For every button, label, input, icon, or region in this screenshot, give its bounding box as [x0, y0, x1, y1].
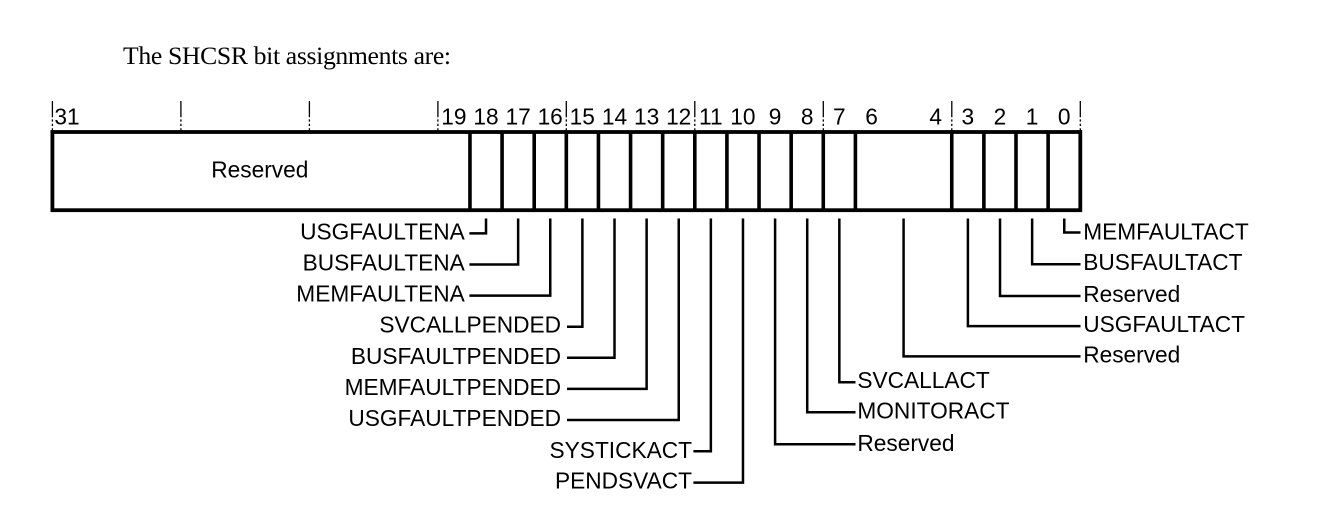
svg-text:17: 17: [505, 104, 530, 130]
svg-text:18: 18: [473, 104, 498, 130]
svg-text:SYSTICKACT: SYSTICKACT: [550, 437, 693, 463]
svg-text:BUSFAULTPENDED: BUSFAULTPENDED: [351, 343, 561, 369]
svg-text:MONITORACT: MONITORACT: [857, 397, 1009, 423]
svg-text:PENDSVACT: PENDSVACT: [555, 468, 692, 494]
svg-text:9: 9: [769, 104, 782, 130]
svg-text:8: 8: [801, 104, 814, 130]
svg-text:MEMFAULTPENDED: MEMFAULTPENDED: [345, 374, 561, 400]
svg-text:11: 11: [699, 104, 723, 130]
svg-text:16: 16: [538, 104, 563, 130]
svg-text:USGFAULTENA: USGFAULTENA: [300, 218, 466, 244]
svg-text:3: 3: [961, 104, 974, 130]
svg-text:19: 19: [441, 104, 466, 130]
svg-text:10: 10: [730, 104, 755, 130]
svg-text:MEMFAULTENA: MEMFAULTENA: [296, 281, 465, 307]
svg-text:31: 31: [54, 104, 79, 130]
svg-text:Reserved: Reserved: [1083, 341, 1180, 367]
svg-text:Reserved: Reserved: [857, 430, 954, 456]
svg-text:6: 6: [865, 104, 878, 130]
svg-text:1: 1: [1026, 104, 1039, 130]
svg-text:14: 14: [602, 104, 627, 130]
svg-text:BUSFAULTACT: BUSFAULTACT: [1083, 249, 1242, 275]
svg-text:Reserved: Reserved: [1083, 281, 1180, 307]
svg-text:13: 13: [634, 104, 659, 130]
svg-text:12: 12: [666, 104, 691, 130]
svg-text:MEMFAULTACT: MEMFAULTACT: [1083, 219, 1249, 245]
svg-text:USGFAULTPENDED: USGFAULTPENDED: [348, 405, 561, 431]
svg-text:Reserved: Reserved: [211, 156, 308, 182]
svg-text:4: 4: [929, 104, 942, 130]
svg-text:2: 2: [994, 104, 1007, 130]
svg-text:0: 0: [1058, 104, 1071, 130]
svg-text:SVCALLACT: SVCALLACT: [857, 367, 990, 393]
svg-text:The SHCSR bit assignments are:: The SHCSR bit assignments are:: [123, 41, 451, 70]
svg-text:BUSFAULTENA: BUSFAULTENA: [303, 250, 466, 276]
svg-text:USGFAULTACT: USGFAULTACT: [1083, 311, 1245, 337]
svg-text:SVCALLPENDED: SVCALLPENDED: [379, 312, 561, 338]
svg-text:7: 7: [833, 104, 846, 130]
svg-text:15: 15: [570, 104, 595, 130]
